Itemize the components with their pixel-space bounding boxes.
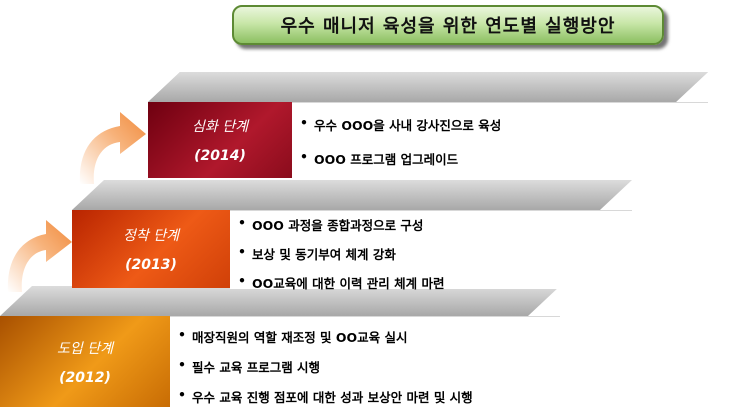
list-item: 우수 교육 진행 점포에 대한 성과 보상안 마련 및 시행 [178,387,560,406]
page-title: 우수 매니저 육성을 위한 연도별 실행방안 [280,16,616,37]
list-item: OO교육에 대한 이력 관리 체계 마련 [238,273,632,292]
stage-name: 도입 단계 [57,340,113,357]
title-banner: 우수 매니저 육성을 위한 연도별 실행방안 [232,5,664,45]
stage-year: (2014) [194,148,246,164]
stage-name: 정착 단계 [123,228,179,244]
stage-label-advanced: 심화 단계 (2014) [148,102,292,178]
stair-tread-top [148,72,708,102]
stair-tread-bottom [0,286,560,316]
list-item: 매장직원의 역할 재조정 및 OO교육 실시 [178,327,560,346]
curved-arrow-up-icon [2,216,74,300]
stage-label-intro: 도입 단계 (2012) [0,316,170,407]
stage-label-settle: 정착 단계 (2013) [72,210,230,288]
stage-items-intro: 매장직원의 역할 재조정 및 OO교육 실시 필수 교육 프로그램 시행 우수 … [170,316,560,408]
stage-year: (2012) [59,369,111,386]
list-item: OOO 과정을 종합과정으로 구성 [238,215,632,234]
list-item: 필수 교육 프로그램 시행 [178,357,560,376]
list-item: OOO 프로그램 업그레이드 [300,149,708,168]
list-item: 보상 및 동기부여 체계 강화 [238,244,632,263]
stage-year: (2013) [125,257,177,273]
list-item: 우수 OOO을 사내 강사진으로 육성 [300,115,708,134]
stage-items-advanced: 우수 OOO을 사내 강사진으로 육성 OOO 프로그램 업그레이드 [292,102,708,179]
stage-name: 심화 단계 [192,119,248,135]
stair-tread-middle [72,180,632,210]
curved-arrow-up-icon [72,108,148,192]
stage-items-settle: OOO 과정을 종합과정으로 구성 보상 및 동기부여 체계 강화 OO교육에 … [230,210,632,292]
